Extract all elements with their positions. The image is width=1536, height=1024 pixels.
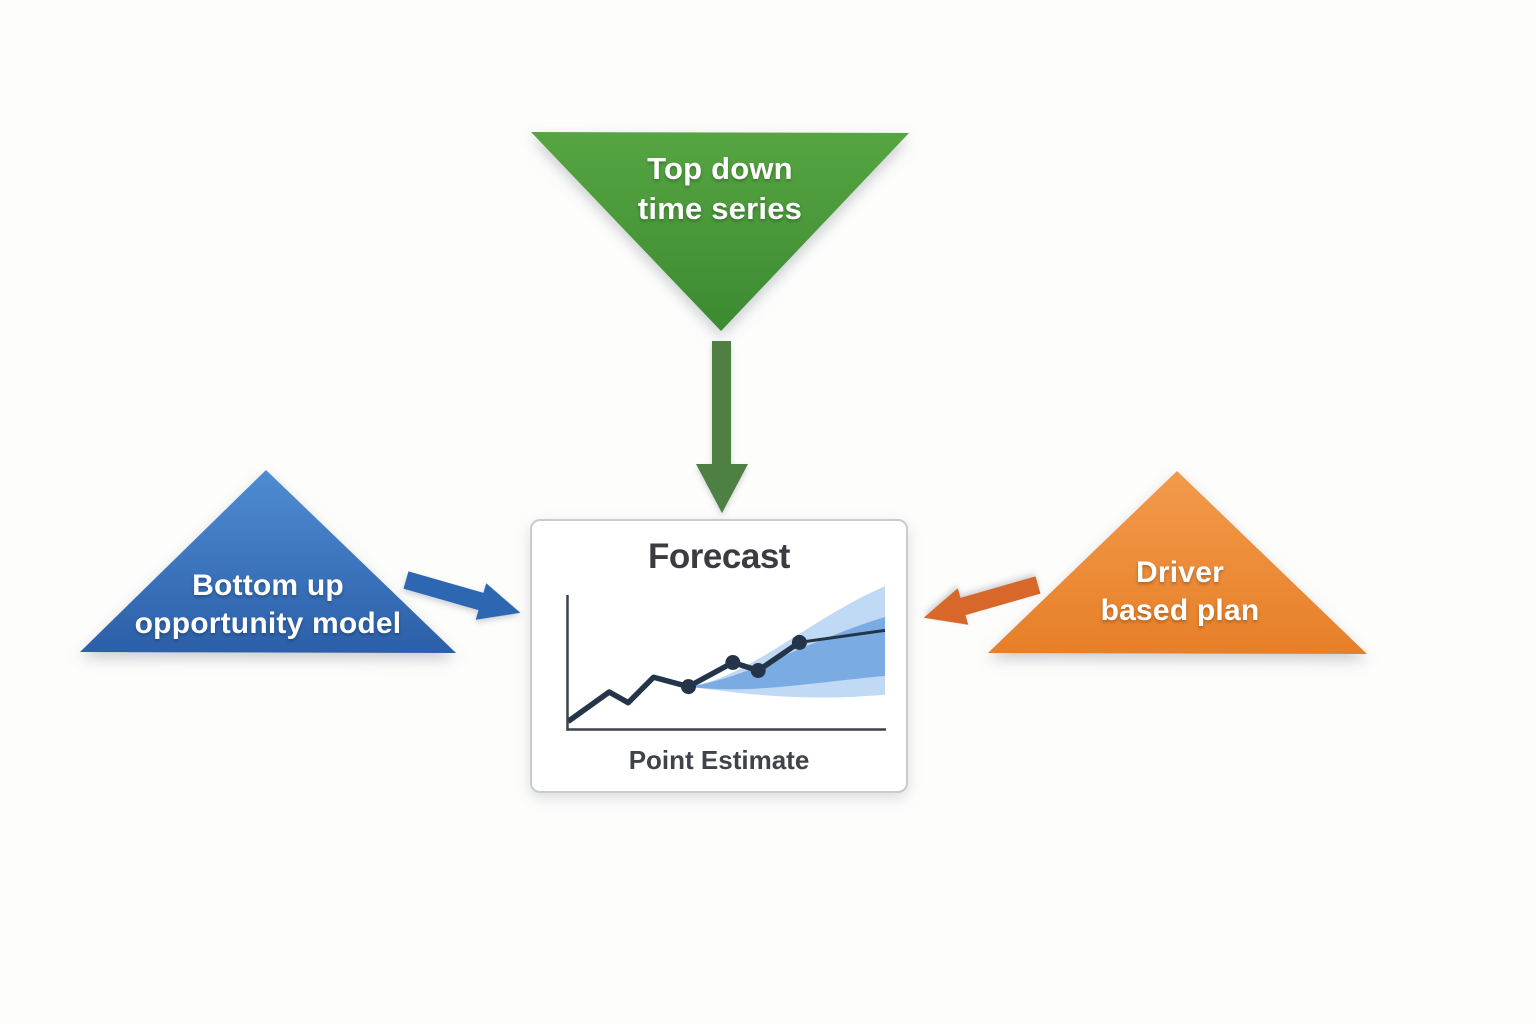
bottom-up-triangle (80, 470, 456, 653)
point-estimate-caption: Point Estimate (628, 745, 810, 775)
forecast-point-estimate-marker (725, 655, 741, 670)
right-arrow-icon (403, 571, 521, 620)
forecast-point-estimate-marker (750, 663, 766, 679)
forecast-card: Forecast Point Estimate (530, 519, 908, 793)
top-node-label: Top down time series (550, 149, 890, 229)
top-node-label-line2: time series (637, 191, 803, 226)
forecast-point-estimate-line (687, 640, 801, 690)
forecast-trend-extension-line (799, 628, 886, 644)
left-arrow-icon (923, 576, 1041, 625)
top-node-label-line1: Top down (647, 151, 793, 186)
right-node-label-line2: based plan (1100, 594, 1260, 627)
right-node-label-line1: Driver (1136, 556, 1224, 589)
forecast-chart (566, 586, 886, 731)
forecast-point-estimate-marker (680, 679, 696, 695)
left-node-label-line1: Bottom up (192, 569, 344, 602)
inner-confidence-band (688, 616, 885, 690)
left-node-label-line2: opportunity model (134, 607, 402, 640)
forecast-title: Forecast (648, 537, 790, 576)
driver-based-triangle (988, 471, 1367, 654)
top-down-triangle (531, 132, 909, 331)
right-node-label: Driver based plan (980, 554, 1380, 630)
actuals-line (566, 674, 690, 724)
left-node-label: Bottom up opportunity model (68, 567, 468, 643)
down-arrow-icon (696, 341, 748, 513)
